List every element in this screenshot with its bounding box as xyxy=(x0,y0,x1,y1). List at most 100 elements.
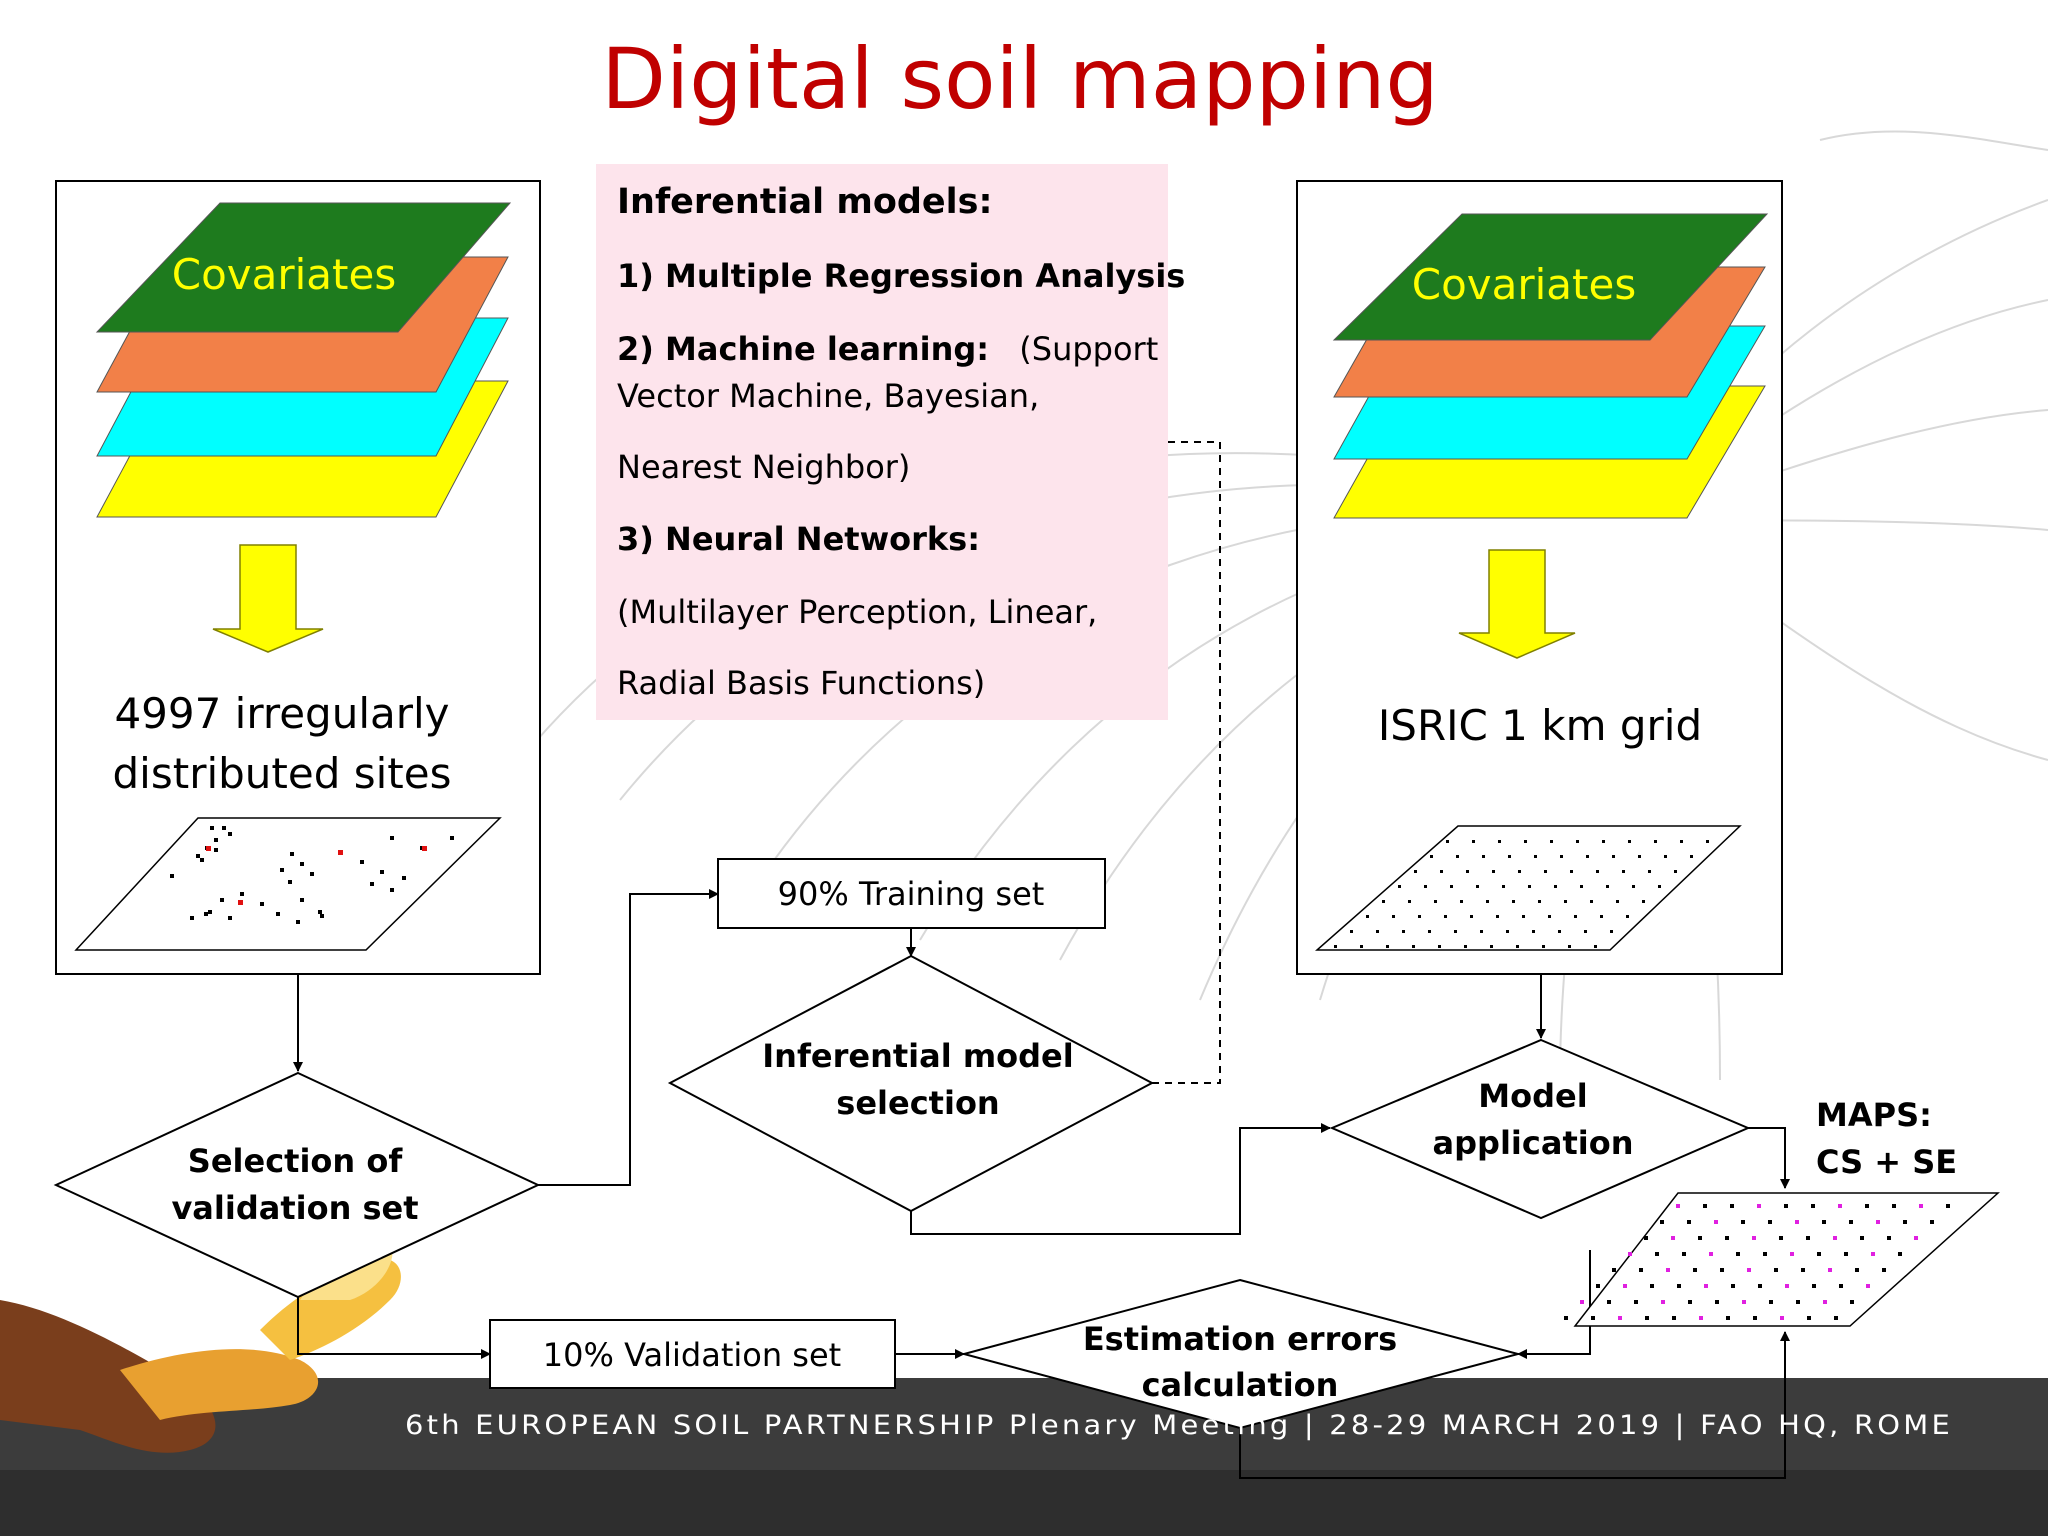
validation-set-box xyxy=(489,1319,896,1389)
map-dot xyxy=(1887,1236,1891,1240)
grid-dot xyxy=(1642,900,1645,903)
map-dot-highlight xyxy=(1876,1220,1880,1224)
map-dot-highlight xyxy=(1785,1284,1789,1288)
map-dot xyxy=(1639,1268,1643,1272)
map-dot xyxy=(1807,1316,1811,1320)
map-dot-highlight xyxy=(1914,1236,1918,1240)
grid-dot xyxy=(1616,900,1619,903)
grid-dot xyxy=(1524,840,1527,843)
grid-dot xyxy=(1430,855,1433,858)
grid-dot xyxy=(1482,855,1485,858)
site-dot xyxy=(170,874,174,878)
grid-dot xyxy=(1584,930,1587,933)
grid-dot xyxy=(1408,900,1411,903)
map-dot xyxy=(1801,1268,1805,1272)
down-arrow-icon xyxy=(212,544,324,653)
map-dot-highlight xyxy=(1790,1252,1794,1256)
map-dot xyxy=(1882,1268,1886,1272)
grid-dot xyxy=(1456,855,1459,858)
grid-dot xyxy=(1654,840,1657,843)
grid-dot xyxy=(1492,870,1495,873)
map-dot xyxy=(1736,1252,1740,1256)
flow-connectors xyxy=(293,889,1790,1479)
grid-dot xyxy=(1596,870,1599,873)
grid-dot xyxy=(1418,915,1421,918)
estimation-label-line1: Estimation errors xyxy=(1083,1320,1397,1358)
map-dot xyxy=(1660,1220,1664,1224)
grid-dot xyxy=(1664,855,1667,858)
grid-dot xyxy=(1522,915,1525,918)
models-item-3-line2: (Multilayer Perception, Linear, xyxy=(617,593,1097,631)
grid-dot xyxy=(1628,840,1631,843)
grid-dot xyxy=(1528,885,1531,888)
grid-dot xyxy=(1544,870,1547,873)
arrow-selection-to-validation xyxy=(297,1297,491,1359)
grid-dot xyxy=(1428,930,1431,933)
map-dot xyxy=(1822,1220,1826,1224)
training-set-label: 90% Training set xyxy=(778,875,1045,913)
arrow-footer-to-maps xyxy=(1239,1331,1790,1479)
arrow-application-to-maps xyxy=(1748,1127,1790,1189)
map-dot xyxy=(1774,1268,1778,1272)
grid-dot xyxy=(1412,945,1415,948)
site-dot xyxy=(204,912,208,916)
map-dot xyxy=(1672,1316,1676,1320)
grid-dot xyxy=(1460,900,1463,903)
inferential-label-line1: Inferential model xyxy=(762,1037,1073,1075)
models-item-3-line3: Radial Basis Functions) xyxy=(617,664,985,702)
map-dot xyxy=(1564,1316,1568,1320)
site-dot xyxy=(228,832,232,836)
map-dot xyxy=(1817,1252,1821,1256)
map-dot xyxy=(1612,1268,1616,1272)
models-item-2-bold: 2) Machine learning: xyxy=(617,330,989,368)
map-dot xyxy=(1946,1204,1950,1208)
grid-dot xyxy=(1574,915,1577,918)
map-dot xyxy=(1850,1300,1854,1304)
inferential-diamond xyxy=(667,954,1155,1213)
map-dot xyxy=(1682,1252,1686,1256)
grid-dot xyxy=(1554,885,1557,888)
map-dot-highlight xyxy=(1828,1268,1832,1272)
map-dot xyxy=(1930,1220,1934,1224)
grid-dots xyxy=(1334,840,1709,948)
site-dot xyxy=(214,848,218,852)
map-dot xyxy=(1844,1252,1848,1256)
right-panel: Covariates ISRIC 1 km grid xyxy=(1296,180,1783,975)
selection-label-line2: validation set xyxy=(171,1189,418,1227)
grid-dot xyxy=(1632,885,1635,888)
grid-dot xyxy=(1568,945,1571,948)
map-dot xyxy=(1849,1220,1853,1224)
map-dot xyxy=(1811,1204,1815,1208)
grid-dot xyxy=(1376,930,1379,933)
site-dot-highlight xyxy=(238,900,243,905)
estimation-label-line2: calculation xyxy=(1142,1366,1339,1404)
map-dot xyxy=(1607,1300,1611,1304)
site-dot xyxy=(220,898,224,902)
grid-dot xyxy=(1594,945,1597,948)
site-dot xyxy=(214,838,218,842)
map-dot xyxy=(1703,1204,1707,1208)
grid-dot xyxy=(1580,885,1583,888)
grid-dot xyxy=(1464,945,1467,948)
grid-dot xyxy=(1680,840,1683,843)
grid-dot xyxy=(1532,930,1535,933)
grid-dot xyxy=(1334,945,1337,948)
grid-dot xyxy=(1626,915,1629,918)
grid-dot xyxy=(1674,870,1677,873)
handshake-logo-icon xyxy=(0,1240,401,1453)
models-item-2-rest: (Support xyxy=(1019,330,1158,368)
grid-dot xyxy=(1602,840,1605,843)
map-dot xyxy=(1725,1236,1729,1240)
site-dot xyxy=(290,852,294,856)
grid-dot xyxy=(1434,900,1437,903)
sites-label-line1: 4997 irregularly xyxy=(114,689,449,738)
map-dot xyxy=(1655,1252,1659,1256)
grid-dot xyxy=(1392,915,1395,918)
grid-label: ISRIC 1 km grid xyxy=(1378,701,1702,750)
map-dot-highlight xyxy=(1671,1236,1675,1240)
site-dot xyxy=(318,910,322,914)
grid-dot xyxy=(1586,855,1589,858)
map-dot xyxy=(1726,1316,1730,1320)
map-dot xyxy=(1860,1236,1864,1240)
grid-dot xyxy=(1560,855,1563,858)
